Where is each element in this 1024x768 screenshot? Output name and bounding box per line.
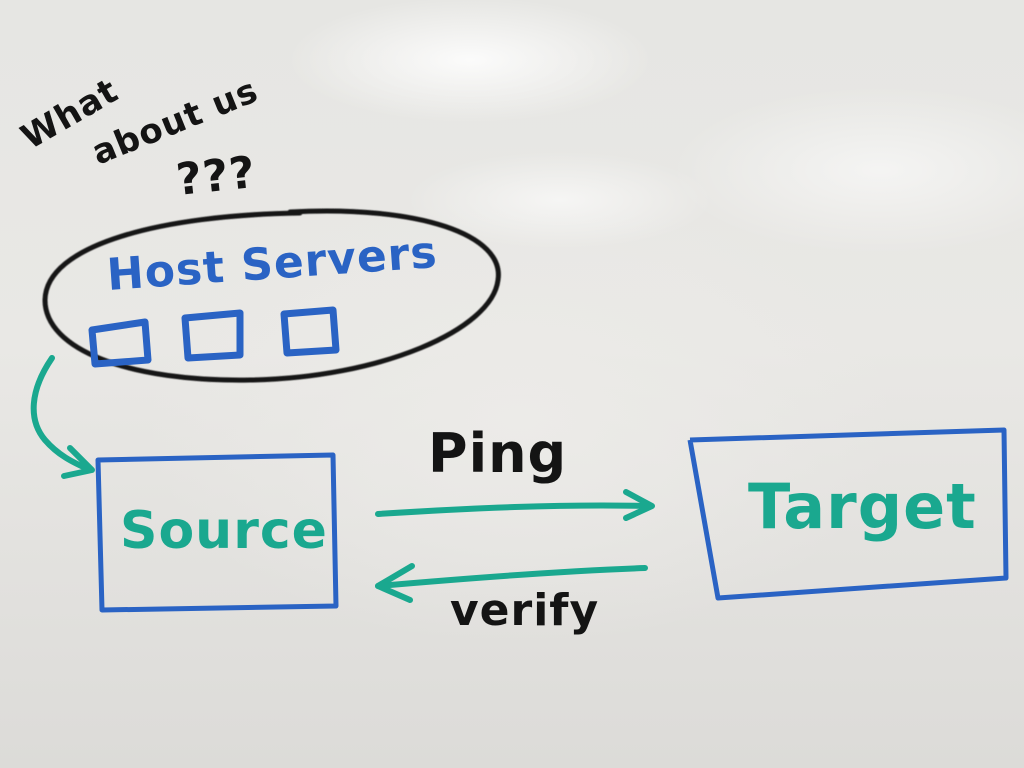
- verify-arrow: [375, 563, 648, 603]
- question-marks: ???: [174, 147, 258, 206]
- ping-label: Ping: [428, 422, 567, 485]
- host-servers-ellipse: [42, 208, 501, 383]
- source-node: Source: [95, 452, 339, 613]
- server-icon-3: [280, 306, 340, 357]
- verify-label: verify: [450, 585, 599, 636]
- host-servers-group: Host Servers: [42, 208, 501, 383]
- server-icon-2: [181, 309, 244, 362]
- host-to-source-arrow: [30, 355, 95, 479]
- ping-arrow: [375, 489, 655, 521]
- target-box: [687, 427, 1009, 601]
- target-node: Target: [687, 427, 1009, 601]
- question-note: What about us ???: [15, 71, 264, 206]
- source-box: [95, 452, 339, 613]
- source-label: Source: [120, 501, 328, 561]
- target-label: Target: [748, 470, 977, 543]
- host-servers-label: Host Servers: [105, 227, 439, 301]
- server-icon-1: [88, 318, 152, 368]
